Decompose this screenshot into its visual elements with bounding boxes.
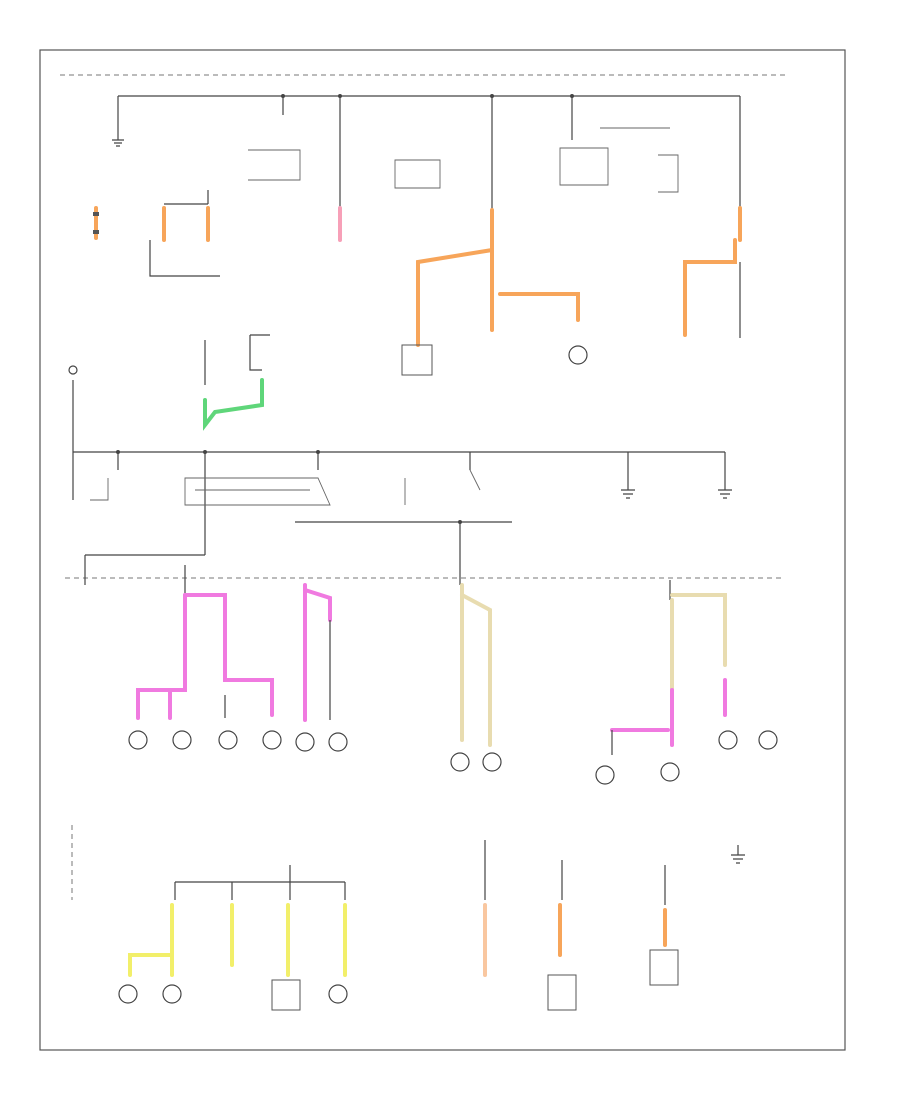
orange-harness-bottom bbox=[483, 840, 667, 977]
pink-harness-center bbox=[303, 583, 332, 722]
dimmer-switches bbox=[404, 469, 481, 505]
splice-node-icon bbox=[570, 94, 574, 98]
splice-node-icon bbox=[203, 450, 207, 454]
bulb-icon bbox=[482, 752, 502, 772]
connector-left-2 bbox=[149, 190, 220, 277]
splice-node-icon bbox=[116, 450, 120, 454]
connector-pin-icon bbox=[93, 212, 99, 216]
right-lamp-harness bbox=[610, 580, 727, 755]
bulb-icon bbox=[172, 730, 192, 750]
bulb-icon bbox=[718, 730, 738, 750]
bulb-icon bbox=[162, 984, 182, 1004]
bulb-icon bbox=[328, 732, 348, 752]
headlight-switch bbox=[90, 477, 331, 506]
splice-node-icon bbox=[316, 450, 320, 454]
ground-icon bbox=[731, 845, 745, 864]
fuse-box-top-right bbox=[559, 127, 679, 193]
bulb-icon bbox=[660, 762, 680, 782]
ground-icon bbox=[621, 489, 635, 499]
bulb-icon bbox=[295, 732, 315, 752]
beige-harness bbox=[460, 583, 492, 747]
left-column bbox=[68, 365, 78, 500]
top-power-bus bbox=[117, 94, 741, 240]
orange-harness-right bbox=[683, 238, 741, 338]
splice-node-icon bbox=[458, 520, 462, 524]
bulb-icon bbox=[758, 730, 778, 750]
splice-node-icon bbox=[338, 94, 342, 98]
connector-pin-icon bbox=[93, 230, 99, 234]
pink-harness-left bbox=[136, 565, 274, 720]
bulb-icon bbox=[328, 984, 348, 1004]
instrument-cluster-box bbox=[401, 344, 433, 376]
diagram-frame bbox=[39, 49, 846, 1051]
module-box-bottom-right bbox=[649, 949, 679, 986]
bulb-icon bbox=[262, 730, 282, 750]
green-harness bbox=[203, 334, 270, 431]
lower-bus bbox=[84, 520, 512, 585]
ground-icon bbox=[718, 489, 732, 499]
splice-node-icon bbox=[490, 94, 494, 98]
bulb-icon bbox=[450, 752, 470, 772]
orange-harness-center bbox=[401, 208, 588, 376]
connector-left-1 bbox=[93, 206, 99, 240]
bulb-icon bbox=[68, 365, 78, 375]
bulb-icon bbox=[568, 345, 588, 365]
middle-bus bbox=[73, 450, 726, 555]
module-box-bottom-center bbox=[547, 974, 577, 1011]
bulb-icon bbox=[118, 984, 138, 1004]
bulb-icon bbox=[595, 765, 615, 785]
radio-connector-box bbox=[271, 979, 301, 1011]
bulb-icon bbox=[128, 730, 148, 750]
bulb-icon bbox=[218, 730, 238, 750]
yellow-harness bbox=[128, 865, 347, 977]
fuse-box-top-center bbox=[394, 159, 441, 189]
fuse-box-top-left bbox=[248, 149, 301, 181]
ground-icon bbox=[112, 139, 124, 147]
splice-node-icon bbox=[281, 94, 285, 98]
